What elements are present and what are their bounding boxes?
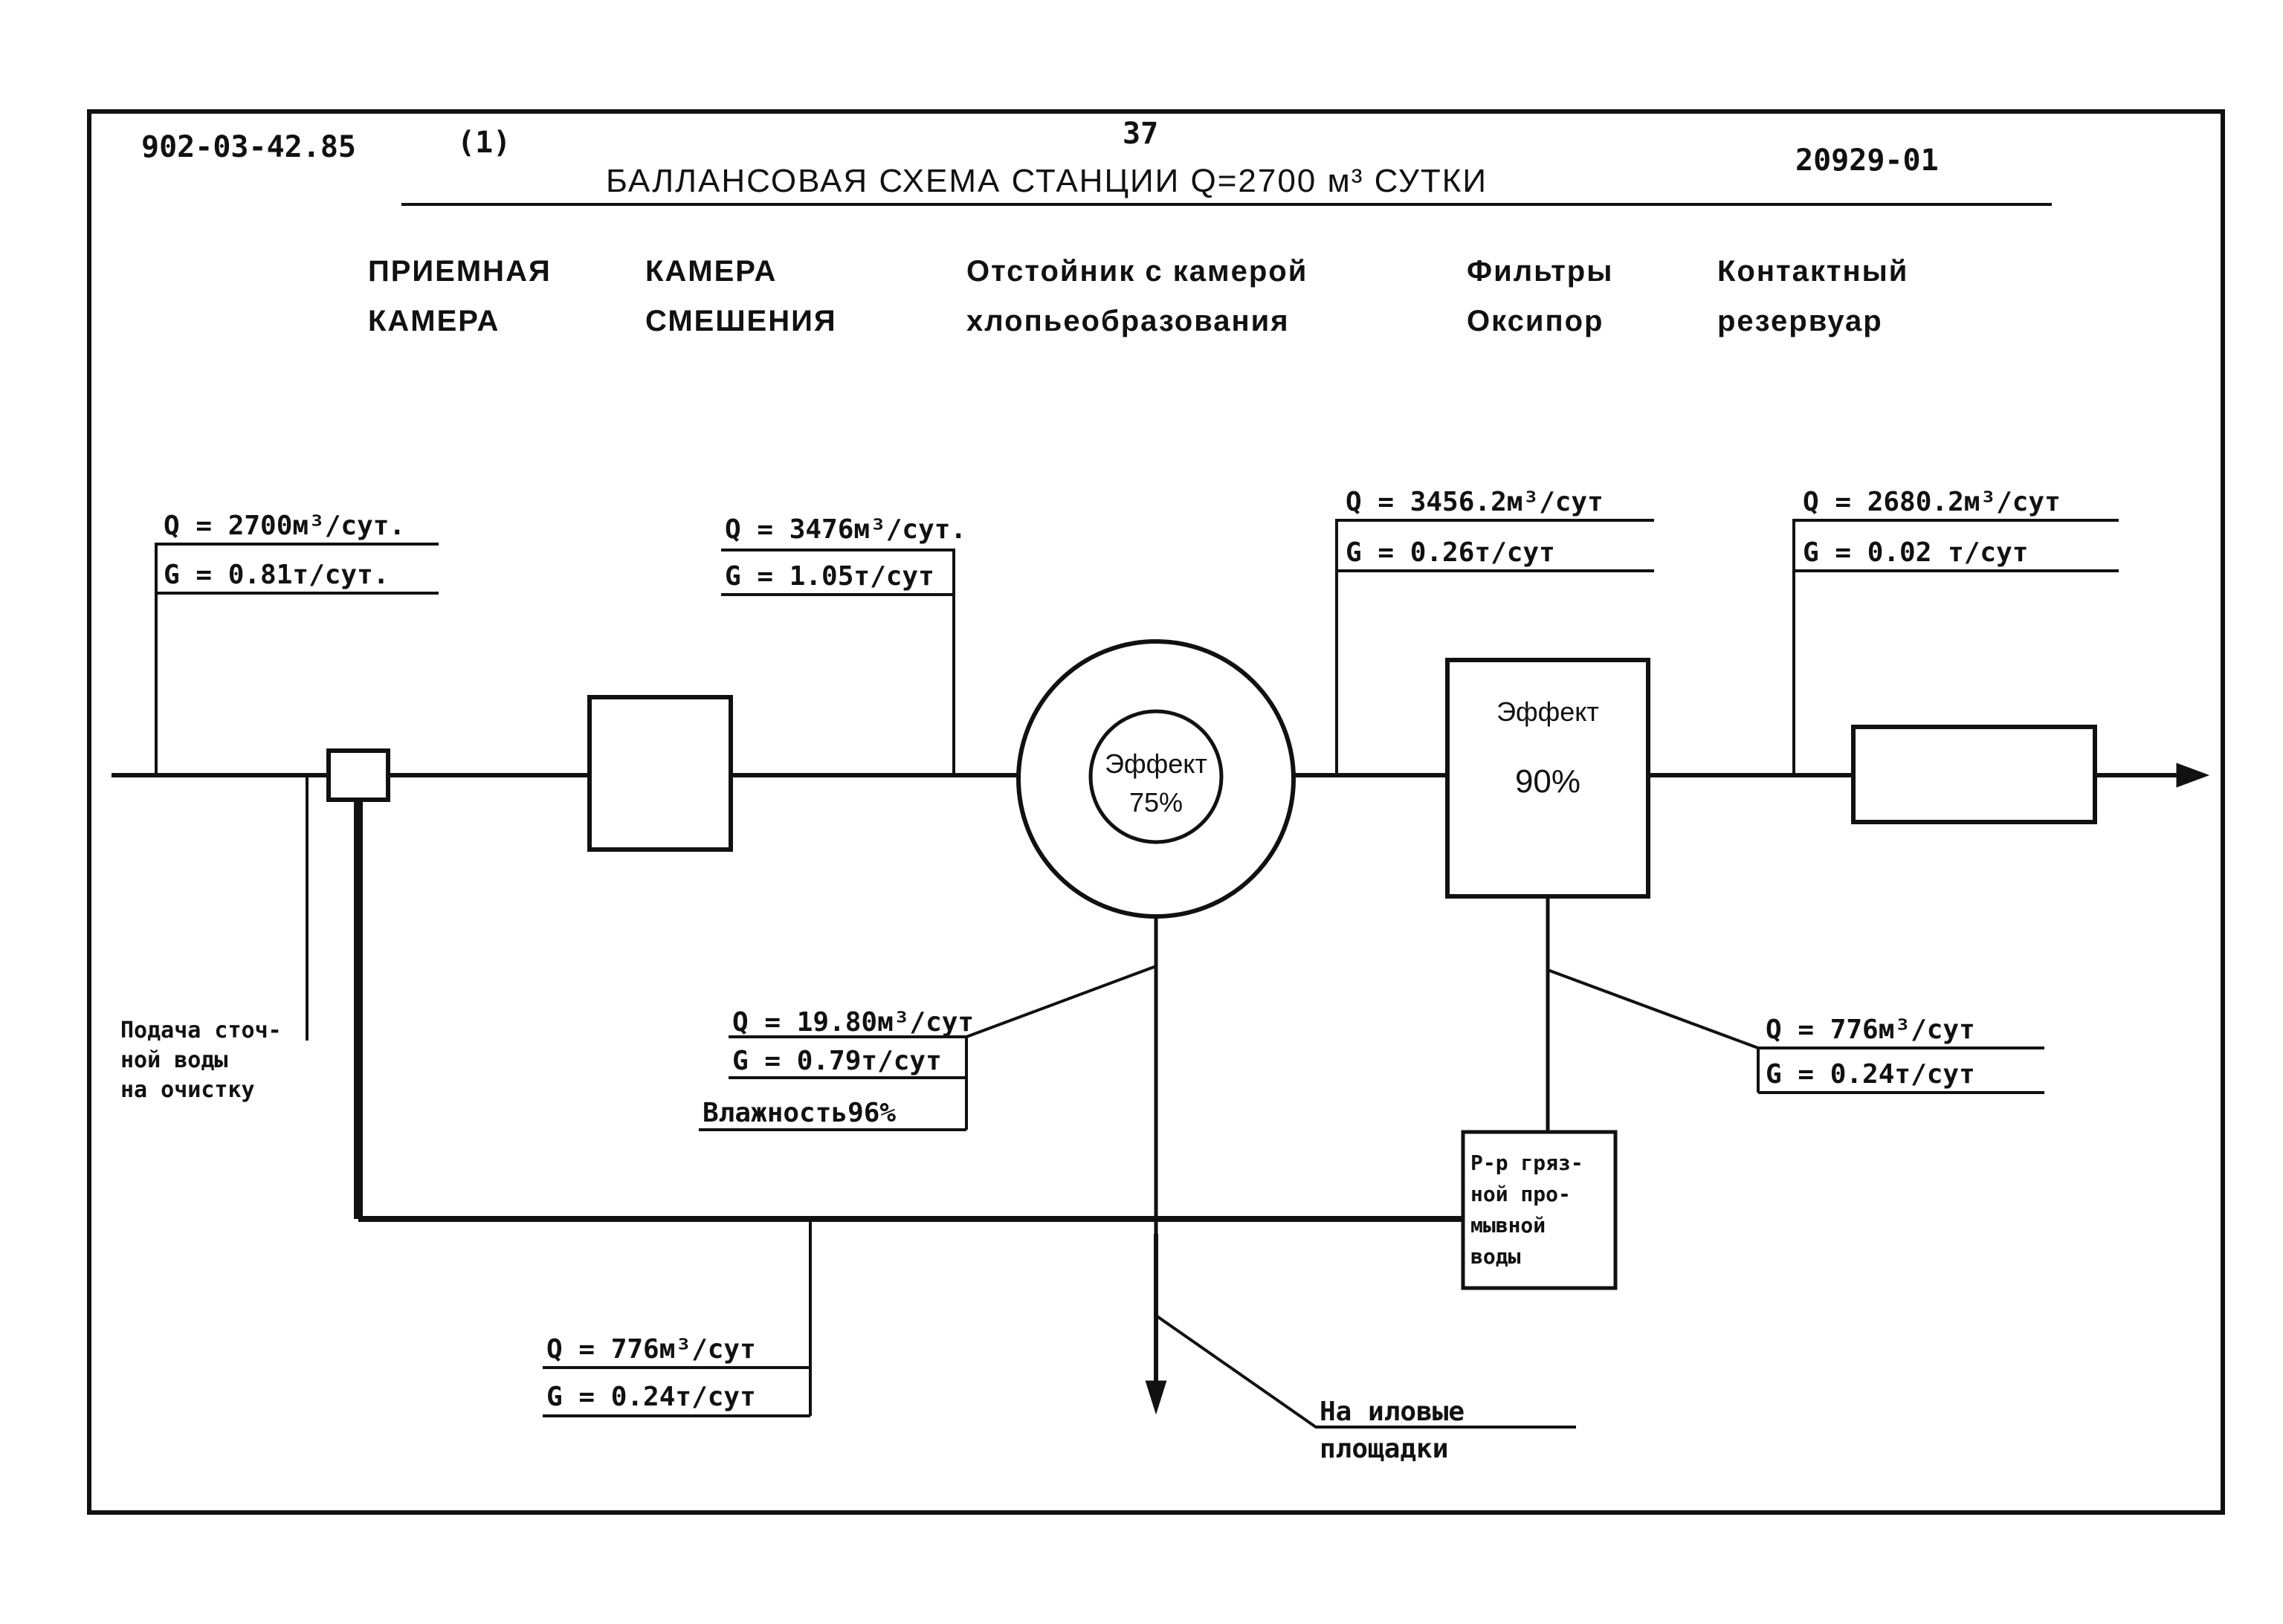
inlet-leader: [155, 543, 439, 775]
settler-out-q: Q = 3456.2м³/сут: [1346, 487, 1604, 517]
filter-box: [1445, 658, 1650, 899]
filter-wash-q: Q = 776м³/сут: [1766, 1015, 1975, 1045]
mixer-g: G = 1.05т/сут: [725, 561, 934, 592]
inlet-note-line2: ной воды: [120, 1047, 228, 1073]
column-filters-line1: Фильтры: [1467, 255, 1614, 288]
sludge-moisture: Влажность96%: [703, 1098, 897, 1128]
settler-out-leader: [1335, 519, 1654, 775]
inlet-g: G = 0.81т/сут.: [164, 560, 390, 590]
sludge-destination-line2: площадки: [1320, 1434, 1449, 1464]
filter-effect-label: Эффект: [1496, 696, 1599, 727]
contact-reservoir-box: [1851, 725, 2097, 824]
wash-tank-line2: ной про-: [1470, 1182, 1571, 1206]
filter-out-q: Q = 2680.2м³/сут: [1803, 487, 2061, 517]
wash-tank-line4: воды: [1470, 1244, 1521, 1269]
filter-effect-value: 90%: [1514, 763, 1581, 800]
column-receiving-line2: КАМЕРА: [368, 305, 500, 337]
wash-tank-box: [1461, 1130, 1618, 1290]
filter-out-leader: [1792, 519, 2119, 775]
sludge-q: Q = 19.80м³/сут: [732, 1007, 975, 1038]
drawing-code: 20929-01: [1795, 143, 1939, 178]
diagram-title: БАЛЛАНСОВАЯ СХЕМА СТАНЦИИ Q=2700 м³ СУТК…: [606, 163, 1488, 199]
settler-effect-label: Эффект: [1105, 748, 1207, 779]
filter-wash-g: G = 0.24т/сут: [1766, 1059, 1975, 1090]
mixer-q: Q = 3476м³/сут.: [725, 514, 967, 545]
column-settler-line2: хлопьеобразования: [966, 305, 1290, 337]
page-number: 37: [1123, 117, 1159, 151]
column-mixing-line2: СМЕШЕНИЯ: [645, 305, 837, 337]
recycle-q: Q = 776м³/сут: [546, 1334, 756, 1365]
inlet-note-line3: на очистку: [120, 1077, 255, 1103]
sheet-frame: [87, 109, 2225, 1515]
column-receiving-line1: ПРИЕМНАЯ: [368, 255, 552, 288]
column-reservoir-line1: Контактный: [1717, 255, 1909, 288]
column-filters-line2: Оксипор: [1467, 305, 1604, 337]
receiving-chamber-box: [326, 748, 390, 802]
inlet-q: Q = 2700м³/сут.: [164, 511, 406, 541]
column-mixing-line1: КАМЕРА: [645, 255, 778, 288]
mixing-chamber-box: [587, 695, 733, 852]
sludge-destination-line1: На иловые: [1320, 1397, 1465, 1427]
wash-tank-line3: мывной: [1470, 1213, 1546, 1238]
document-number: 902-03-42.85: [141, 130, 356, 164]
settler-inner-circle: [1088, 709, 1224, 844]
column-reservoir-line2: резервуар: [1717, 305, 1883, 337]
sheet-mark: (1): [457, 126, 511, 160]
mixer-leader: [721, 549, 955, 775]
column-settler-line1: Отстойник с камерой: [966, 255, 1308, 288]
wash-tank-line1: Р-р гряз-: [1470, 1151, 1583, 1175]
inlet-note-line1: Подача сточ-: [120, 1018, 282, 1044]
settler-out-g: G = 0.26т/сут: [1346, 537, 1555, 568]
outlet-arrow: [2176, 763, 2210, 788]
filter-out-g: G = 0.02 т/сут: [1803, 537, 2029, 568]
settler-effect-value: 75%: [1128, 787, 1184, 818]
recycle-g: G = 0.24т/сут: [546, 1382, 756, 1412]
sludge-g: G = 0.79т/сут: [732, 1046, 942, 1076]
